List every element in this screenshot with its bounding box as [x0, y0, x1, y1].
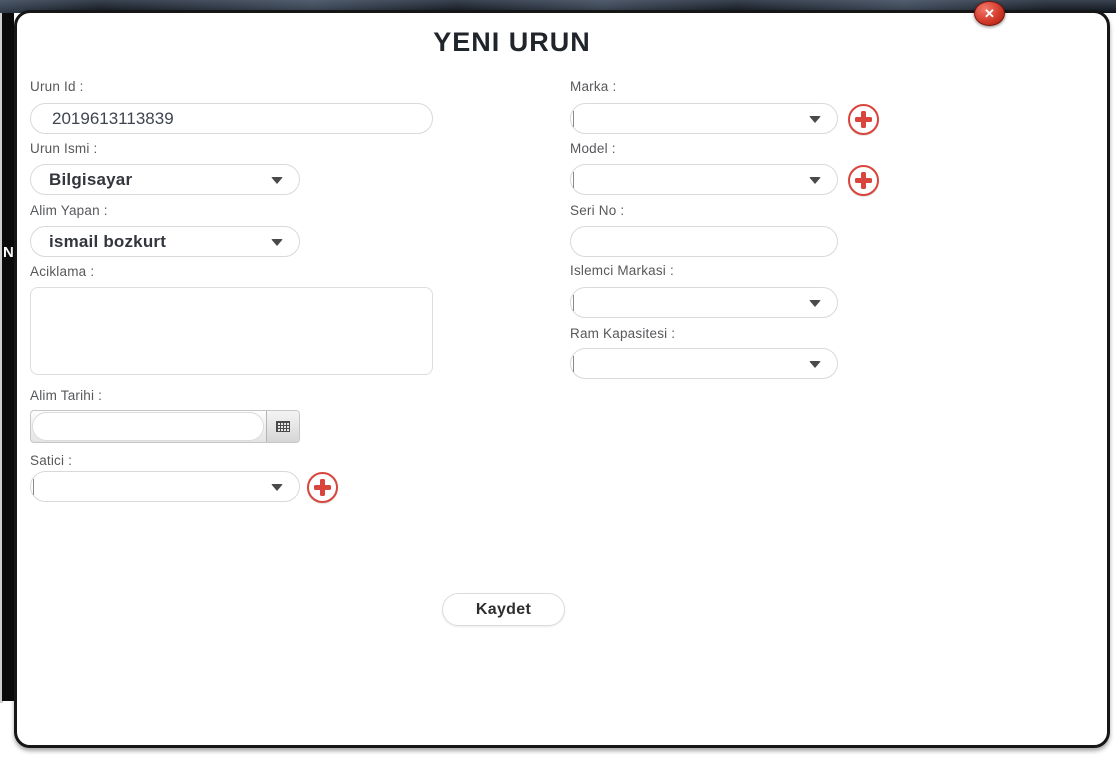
urun-id-input[interactable] [49, 108, 414, 129]
add-model-button[interactable] [848, 165, 879, 196]
chevron-down-icon [271, 239, 283, 246]
urun-ismi-value: Bilgisayar [49, 169, 133, 189]
calendar-icon [276, 421, 290, 432]
ram-kapasitesi-label: Ram Kapasitesi : [570, 326, 676, 341]
alim-yapan-label: Alim Yapan : [30, 203, 108, 218]
urun-id-field-wrap [30, 103, 433, 134]
model-select[interactable] [570, 164, 838, 195]
plus-icon [855, 172, 872, 189]
seri-no-label: Seri No : [570, 203, 625, 218]
modal-title: YENI URUN [433, 27, 591, 57]
satici-label: Satici : [30, 453, 73, 468]
alim-tarihi-label: Alim Tarihi : [30, 388, 103, 403]
satici-select[interactable] [30, 471, 300, 502]
background-sidebar: N [2, 13, 14, 701]
chevron-down-icon [809, 300, 821, 307]
add-satici-button[interactable] [307, 472, 338, 503]
new-product-modal: ✕ YENI URUN Urun Id : Urun Ismi : Bilgis… [14, 1, 1110, 748]
page-left-edge [0, 13, 3, 703]
marka-select[interactable] [570, 103, 838, 134]
chevron-down-icon [809, 177, 821, 184]
browser-top-strip [0, 0, 1116, 13]
sidebar-clipped-text: N [3, 244, 14, 261]
plus-icon [855, 111, 872, 128]
chevron-down-icon [271, 484, 283, 491]
alim-yapan-value: ismail bozkurt [49, 231, 167, 251]
islemci-markasi-select[interactable] [570, 287, 838, 318]
calendar-button[interactable] [266, 411, 299, 442]
model-label: Model : [570, 141, 616, 156]
alim-tarihi-input[interactable] [32, 412, 264, 441]
alim-yapan-select[interactable]: ismail bozkurt [30, 226, 300, 257]
aciklama-label: Aciklama : [30, 264, 95, 279]
ram-kapasitesi-select[interactable] [570, 348, 838, 379]
add-marka-button[interactable] [848, 104, 879, 135]
urun-id-label: Urun Id : [30, 79, 84, 94]
seri-no-input[interactable] [589, 231, 819, 252]
marka-label: Marka : [570, 79, 617, 94]
islemci-markasi-label: Islemci Markasi : [570, 263, 674, 278]
close-icon: ✕ [984, 6, 995, 21]
chevron-down-icon [271, 177, 283, 184]
plus-icon [314, 479, 331, 496]
urun-ismi-select[interactable]: Bilgisayar [30, 164, 300, 195]
close-button[interactable]: ✕ [974, 1, 1005, 26]
chevron-down-icon [809, 361, 821, 368]
chevron-down-icon [809, 116, 821, 123]
aciklama-textarea[interactable] [30, 287, 433, 375]
alim-tarihi-field-wrap [30, 410, 300, 443]
seri-no-field-wrap [570, 226, 838, 257]
save-button[interactable]: Kaydet [442, 593, 565, 626]
urun-ismi-label: Urun Ismi : [30, 141, 98, 156]
